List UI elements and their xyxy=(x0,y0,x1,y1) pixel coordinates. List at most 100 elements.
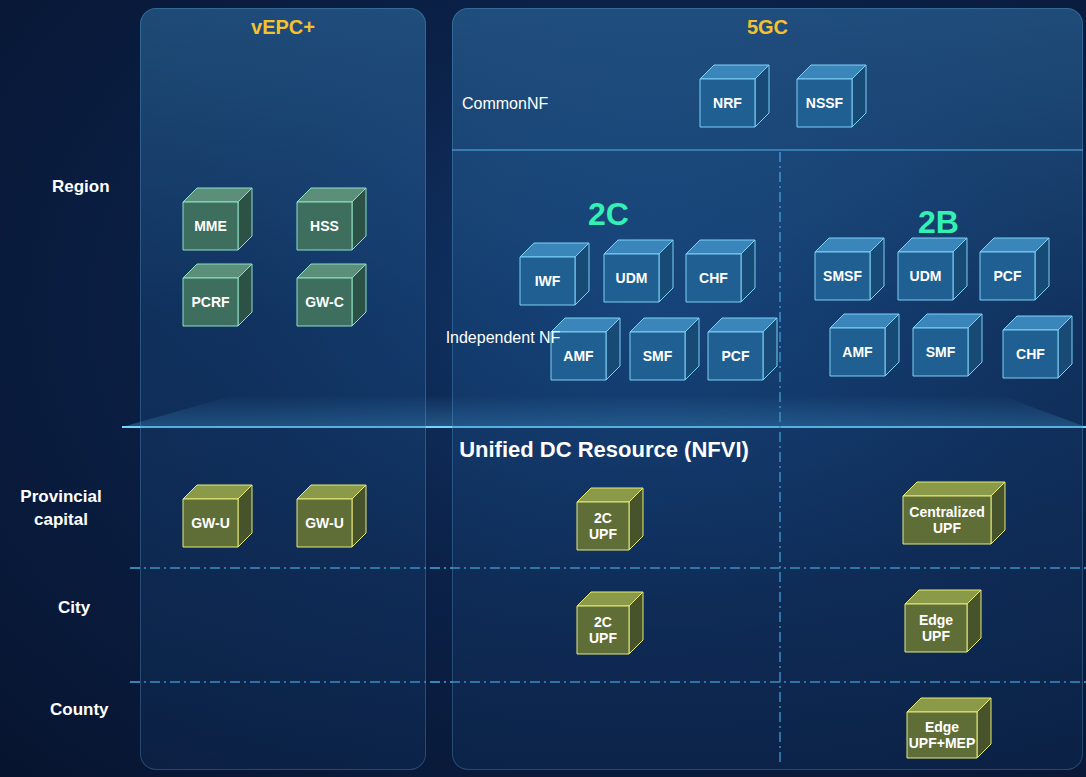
cube-face xyxy=(967,590,981,652)
group-label: CommonNF xyxy=(462,95,548,113)
cube-face xyxy=(885,314,899,376)
group-label: 2B xyxy=(918,204,959,241)
network-function-cube: Edge UPF xyxy=(905,590,981,652)
cube-label: IWF xyxy=(535,273,561,289)
cube-face xyxy=(980,252,1035,300)
cube-face xyxy=(297,278,352,326)
cube-face xyxy=(977,698,991,758)
network-function-cube: HSS xyxy=(297,188,366,250)
cube-face xyxy=(183,499,238,547)
cube-label: PCF xyxy=(722,348,750,364)
network-function-cube: GW-U xyxy=(183,485,252,547)
cube-text-box: MME xyxy=(183,202,238,250)
cube-face xyxy=(763,318,777,380)
cube-face xyxy=(741,240,755,302)
network-function-cube: CHF xyxy=(686,240,755,302)
cube-label: GW-U xyxy=(305,515,344,531)
cube-face xyxy=(297,202,352,250)
cube-face xyxy=(1058,316,1072,378)
cube-face xyxy=(604,254,659,302)
cube-face xyxy=(1035,238,1049,300)
panel-heading: vEPC+ xyxy=(140,16,426,39)
network-function-cube: NRF xyxy=(700,65,769,127)
cube-face xyxy=(905,604,967,652)
cube-label: NRF xyxy=(713,95,742,111)
cube-label: GW-U xyxy=(191,515,230,531)
cube-label: 2C UPF xyxy=(579,614,627,646)
cube-face xyxy=(297,499,352,547)
network-function-cube: 2C UPF xyxy=(577,592,643,654)
cube-face xyxy=(700,79,755,127)
cube-text-box: SMF xyxy=(913,328,968,376)
cube-face xyxy=(606,318,620,380)
network-function-cube: 2C UPF xyxy=(577,488,643,550)
network-function-cube: GW-U xyxy=(297,485,366,547)
cube-face xyxy=(797,79,852,127)
cube-label: 2C UPF xyxy=(579,510,627,542)
cube-face xyxy=(991,482,1005,544)
network-function-cube: SMSF xyxy=(815,238,884,300)
cube-label: UDM xyxy=(910,268,942,284)
cube-label: NSSF xyxy=(806,95,843,111)
cube-text-box: CHF xyxy=(686,254,741,302)
cube-text-box: CHF xyxy=(1003,330,1058,378)
cube-text-box: IWF xyxy=(520,257,575,305)
cube-face xyxy=(815,252,870,300)
cube-face xyxy=(352,188,366,250)
cube-label: SMF xyxy=(643,348,673,364)
cube-text-box: Centralized UPF xyxy=(903,496,991,544)
cube-label: GW-C xyxy=(305,294,344,310)
domain-panel: 5GCNRFNSSFIWFUDMCHFAMFSMFPCFSMSFUDMPCFAM… xyxy=(452,8,1083,770)
cube-text-box: NSSF xyxy=(797,79,852,127)
cube-label: UDM xyxy=(616,270,648,286)
cube-face xyxy=(685,318,699,380)
cube-label: CHF xyxy=(699,270,728,286)
network-function-cube: AMF xyxy=(551,318,620,380)
level-label: Region xyxy=(52,177,110,197)
network-function-cube: GW-C xyxy=(297,264,366,326)
cube-label: AMF xyxy=(563,348,593,364)
level-label: Provincial capital xyxy=(6,486,116,532)
cube-text-box: NRF xyxy=(700,79,755,127)
group-label: 2C xyxy=(588,196,629,233)
cube-text-box: HSS xyxy=(297,202,352,250)
network-function-cube: AMF xyxy=(830,314,899,376)
cube-text-box: AMF xyxy=(830,328,885,376)
cube-face xyxy=(898,252,953,300)
level-label: City xyxy=(58,598,90,618)
network-function-cube: NSSF xyxy=(797,65,866,127)
cube-face xyxy=(238,188,252,250)
cube-face xyxy=(238,264,252,326)
domain-panel: vEPC+ MME HSS PCRF GW-C GW-U GW-U xyxy=(140,8,426,770)
network-function-cube: PCF xyxy=(980,238,1049,300)
cube-face xyxy=(352,485,366,547)
cube-face xyxy=(968,314,982,376)
network-function-cube: SMF xyxy=(913,314,982,376)
cube-face xyxy=(629,488,643,550)
cube-face xyxy=(577,606,629,654)
network-function-cube: UDM xyxy=(604,240,673,302)
cube-text-box: PCF xyxy=(708,332,763,380)
cube-text-box: 2C UPF xyxy=(577,502,629,550)
cube-face xyxy=(755,65,769,127)
network-function-cube: UDM xyxy=(898,238,967,300)
cube-face xyxy=(686,254,741,302)
cube-face xyxy=(352,264,366,326)
cube-face xyxy=(577,502,629,550)
network-function-cube: Centralized UPF xyxy=(903,482,1005,544)
network-function-cube: PCRF xyxy=(183,264,252,326)
cube-text-box: Edge UPF xyxy=(905,604,967,652)
cube-face xyxy=(520,257,575,305)
cube-label: Edge UPF+MEP xyxy=(909,719,976,751)
level-label: County xyxy=(50,700,109,720)
cube-text-box: PCF xyxy=(980,252,1035,300)
cube-face xyxy=(830,328,885,376)
cube-text-box: PCRF xyxy=(183,278,238,326)
cube-text-box: Edge UPF+MEP xyxy=(907,712,977,758)
cube-label: Edge UPF xyxy=(907,612,965,644)
cube-face xyxy=(183,202,238,250)
band-title: Unified DC Resource (NFVI) xyxy=(122,437,1086,463)
cube-face xyxy=(903,496,991,544)
panel-heading: 5GC xyxy=(452,16,1083,39)
network-function-cube: IWF xyxy=(520,243,589,305)
